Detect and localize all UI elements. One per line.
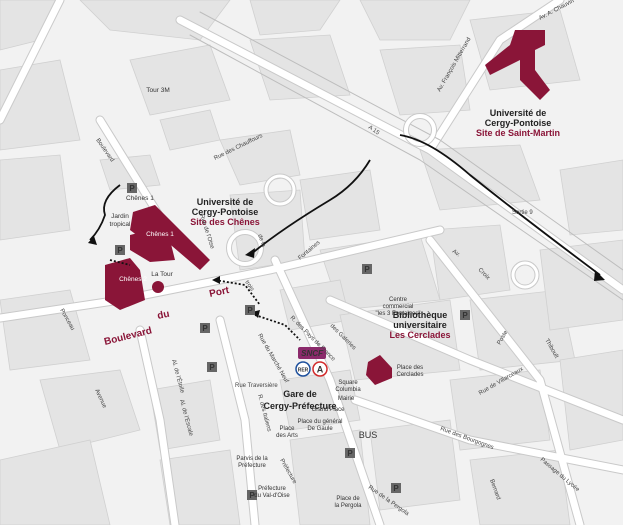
university-buildings[interactable] — [105, 30, 550, 385]
parking-marker: P — [345, 448, 355, 458]
parking-marker: P — [460, 310, 470, 320]
tour-3m-label: Tour 3M — [146, 87, 169, 94]
access-routes — [89, 134, 601, 341]
st-martin-title-2: Cergy-Pontoise — [485, 118, 552, 128]
sncf-logo: SNCF — [298, 347, 326, 359]
svg-text:Parvis de la: Parvis de la — [236, 456, 268, 462]
svg-text:Grand'Place: Grand'Place — [312, 407, 345, 413]
svg-text:Square: Square — [338, 380, 358, 386]
parking-marker: P — [207, 362, 217, 372]
parking-p: P — [364, 265, 370, 274]
place-labels: Centre commercial "les 3 Fontaines" Plac… — [236, 297, 423, 509]
svg-text:Préfecture: Préfecture — [258, 486, 286, 492]
jardin-label-2: tropical — [110, 221, 132, 228]
chenes-subtitle: Site des Chênes — [190, 217, 260, 227]
svg-text:trois: trois — [243, 280, 254, 293]
svg-text:Place de: Place de — [336, 496, 360, 502]
bu-title-1: Bibliothèque — [393, 310, 448, 320]
svg-text:SNCF: SNCF — [301, 349, 324, 358]
chenes-title-2: Cergy-Pontoise — [192, 207, 259, 217]
building-la-tour — [152, 281, 164, 293]
parking-p: P — [209, 363, 215, 372]
svg-text:Columbia: Columbia — [335, 387, 361, 393]
svg-text:Place: Place — [279, 426, 295, 432]
chenes-2-label: Chênes 2 — [119, 276, 147, 283]
svg-text:Centre: Centre — [389, 297, 408, 303]
svg-text:Av.: Av. — [451, 249, 461, 259]
parking-markers: P P P P P P P P P P — [115, 183, 470, 500]
gare-title-1: Gare de — [283, 389, 317, 399]
svg-text:la Pergola: la Pergola — [334, 503, 362, 509]
parking-p: P — [117, 246, 123, 255]
st-martin-subtitle: Site de Saint-Martin — [476, 128, 560, 138]
building-cerclades — [366, 355, 392, 385]
bu-title-2: universitaire — [393, 320, 447, 330]
parking-marker: P — [362, 264, 372, 274]
svg-text:A: A — [317, 365, 324, 375]
svg-text:Cerclades: Cerclades — [396, 372, 423, 378]
building-chenes-1 — [130, 230, 175, 262]
gare-title-2: Cergy-Préfecture — [263, 401, 336, 411]
svg-text:Préfecture: Préfecture — [238, 463, 266, 469]
chenes-title-1: Université de — [197, 197, 254, 207]
svg-text:Place des: Place des — [397, 365, 423, 371]
parking-p: P — [462, 311, 468, 320]
parking-p: P — [247, 306, 253, 315]
la-tour-label: La Tour — [151, 271, 173, 278]
svg-text:De Gaule: De Gaule — [307, 426, 333, 432]
svg-text:du Val-d'Oise: du Val-d'Oise — [254, 493, 290, 499]
port-label: Port — [208, 285, 231, 300]
parking-p: P — [202, 324, 208, 333]
svg-text:des Arts: des Arts — [276, 433, 298, 439]
parking-marker: P — [127, 183, 137, 193]
svg-text:commercial: commercial — [383, 304, 414, 310]
svg-text:"les 3 Fontaines": "les 3 Fontaines" — [376, 311, 421, 317]
rer-logo: RER — [295, 361, 311, 377]
parking-p: P — [249, 491, 255, 500]
building-chenes-1-small — [130, 205, 210, 270]
parking-p: P — [393, 484, 399, 493]
parking-marker: P — [200, 323, 210, 333]
sortie-label: Sortie 9 — [512, 210, 533, 216]
building-st-martin — [485, 30, 550, 100]
du-label: du — [156, 309, 170, 322]
parking-marker: P — [115, 245, 125, 255]
chenes-1-small-label: Chênes 1 — [126, 195, 154, 202]
parking-marker: P — [247, 490, 257, 500]
parking-marker: P — [245, 305, 255, 315]
jardin-label-1: Jardin — [111, 213, 129, 220]
svg-text:de la: de la — [256, 234, 266, 249]
svg-text:Place du général: Place du général — [297, 419, 342, 425]
svg-text:Rue Traversière: Rue Traversière — [235, 383, 278, 389]
st-martin-title-1: Université de — [490, 108, 547, 118]
svg-text:RER: RER — [298, 368, 309, 374]
bus-label: BUS — [359, 430, 378, 440]
parking-p: P — [347, 449, 353, 458]
bu-subtitle: Les Cerclades — [389, 330, 450, 340]
building-chenes-2 — [105, 258, 145, 310]
parking-marker: P — [391, 483, 401, 493]
rer-a-logo: A — [312, 361, 328, 377]
chenes-1-label: Chênes 1 — [146, 231, 174, 238]
parking-p: P — [129, 184, 135, 193]
svg-text:Mairie: Mairie — [338, 396, 355, 402]
